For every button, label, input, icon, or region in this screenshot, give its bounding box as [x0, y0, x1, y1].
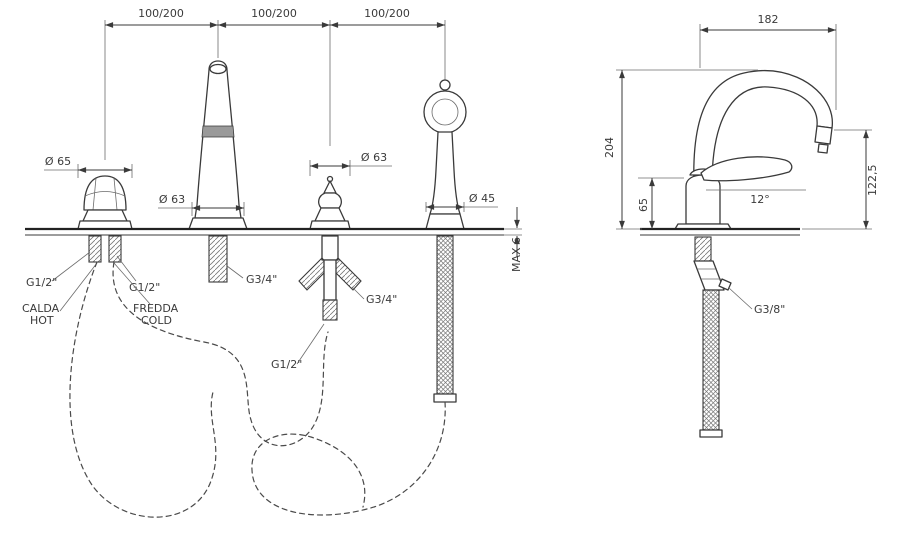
spout-band: [201, 125, 235, 138]
body-height-dim-label: 65: [637, 198, 650, 212]
hot-water-label-line1: CALDA: [22, 302, 60, 315]
cold-supply-tail: [108, 235, 122, 263]
diverter-bulb: [318, 192, 342, 209]
diverter-stem: [323, 259, 337, 301]
faucet-lever-handle: [700, 156, 793, 182]
bathtub-mixer-drawing: 100/200 100/200 100/200 Ø 65: [22, 7, 523, 518]
knob-skirt: [82, 209, 128, 222]
handshower-head-inner: [431, 98, 459, 126]
width-dim-label: 182: [758, 13, 779, 26]
spacing-dim-label-2: 100/200: [251, 7, 297, 20]
dashed-hose-3: [251, 401, 446, 516]
faucet-spout-tip: [814, 125, 833, 145]
diverter-skirt: [314, 207, 346, 222]
handle-diameter-label: Ø 65: [45, 155, 71, 168]
spout-figure: Ø 63 G3/4": [158, 60, 277, 286]
basin-mixer-drawing: 12° G3/8" 182 204: [603, 13, 879, 438]
spout-height-dim-label: 122,5: [866, 165, 879, 197]
spacing-dimension-chain: 100/200 100/200 100/200: [104, 7, 446, 160]
cold-inlet-thread-label: G1/2": [129, 281, 160, 294]
leader-line: [351, 286, 365, 300]
leader-line: [113, 262, 151, 305]
leader-line: [59, 262, 98, 312]
supply-thread-label: G3/8": [754, 303, 785, 316]
leader-line: [226, 265, 244, 279]
cold-water-label-line1: FREDDA: [133, 302, 179, 315]
diverter-flange: [309, 220, 351, 230]
faucet-figure: 12° G3/8": [674, 69, 834, 438]
diverter-diameter-label: Ø 63: [361, 151, 387, 164]
handshower-head: [423, 90, 467, 134]
dashed-hose-2: [112, 261, 329, 447]
shower-hose-thread-label: G1/2": [271, 358, 302, 371]
cold-water-label-line2: COLD: [141, 314, 172, 327]
handshower-hanger: [439, 79, 451, 91]
hot-water-label-line2: HOT: [30, 314, 54, 327]
hot-supply-tail: [88, 235, 102, 263]
hot-inlet-thread-label: G1/2": [26, 276, 57, 289]
fitting-facet-lines: [697, 268, 721, 280]
diverter-thread-label: G3/4": [366, 293, 397, 306]
knob-flange: [77, 220, 133, 230]
handshower-hose: [436, 235, 454, 395]
supply-hoses-dashed: [69, 261, 446, 518]
spout-mouth: [209, 63, 227, 75]
diverter-figure: Ø 63 G3/4" G1/2": [271, 151, 397, 371]
spout-cone: [194, 60, 242, 219]
fitting-nub: [718, 278, 732, 291]
handle-knob-figure: Ø 65: [44, 155, 133, 263]
total-height-dimension: 204: [603, 69, 758, 230]
spout-height-dimension: 122,5: [802, 129, 879, 230]
dashed-hose-1: [69, 261, 217, 518]
leader-line: [51, 251, 91, 282]
handshower-hose-cap: [433, 393, 457, 403]
handshower-figure: Ø 45: [423, 79, 498, 403]
faucet-elbow-fitting: [693, 260, 725, 291]
deck-line-left: MAX 6: [25, 207, 523, 272]
handshower-escutcheon: [425, 213, 465, 230]
diverter-tip: [323, 180, 337, 194]
diverter-body: [321, 235, 339, 261]
handshower-diameter-label: Ø 45: [469, 192, 495, 205]
handle-angle-label: 12°: [750, 193, 770, 206]
diverter-bottom-thread: [322, 299, 338, 321]
leader-line: [296, 323, 325, 365]
spacing-dim-label-1: 100/200: [138, 7, 184, 20]
width-dimension: 182: [699, 13, 837, 110]
knob-dome: [83, 175, 127, 211]
leader-line: [116, 255, 137, 282]
spout-shank: [208, 235, 228, 283]
faucet-shank: [694, 236, 712, 262]
spout-thread-label: G3/4": [246, 273, 277, 286]
body-height-dimension: 65: [637, 177, 684, 229]
spacing-dim-label-3: 100/200: [364, 7, 410, 20]
total-height-dim-label: 204: [603, 137, 616, 158]
handshower-handle: [429, 131, 461, 215]
inlet-labels: G1/2" G1/2" CALDA HOT FREDDA COLD: [22, 251, 179, 327]
deck-line-right: [640, 227, 800, 236]
spout-diameter-label: Ø 63: [159, 193, 185, 206]
deck-thickness-label: MAX 6: [510, 237, 523, 272]
leader-line: [728, 287, 753, 310]
faucet-supply-hose: [702, 289, 720, 431]
knob-facets: [84, 177, 126, 211]
faucet-spout: [693, 69, 834, 186]
supply-hose-cap: [699, 429, 723, 438]
faucet-body: [685, 174, 721, 225]
faucet-aerator: [817, 143, 829, 154]
spout-flange: [188, 217, 248, 230]
